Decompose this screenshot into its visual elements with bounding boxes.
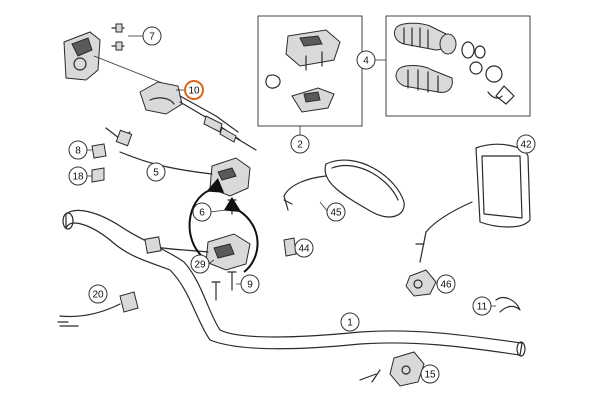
callout-label: 6	[199, 208, 205, 219]
callout-6: 6	[192, 202, 227, 222]
lower-clamp	[144, 233, 251, 271]
callout-label: 20	[92, 290, 104, 301]
callout-20: 20	[88, 284, 108, 304]
assembly-arrow-right	[223, 196, 259, 273]
callout-10: 10	[176, 80, 204, 100]
callout-label: 5	[153, 168, 159, 179]
throttle-switch-assembly	[63, 23, 257, 151]
callout-label: 4	[363, 56, 369, 67]
callout-label: 1	[347, 318, 353, 329]
callout-label: 45	[330, 208, 342, 219]
callout-label: 8	[75, 146, 81, 157]
callout-label: 2	[297, 140, 303, 151]
callout-11: 11	[472, 296, 496, 316]
callout-18: 18	[68, 166, 92, 186]
callout-label: 15	[424, 370, 436, 381]
callout-label: 18	[72, 172, 84, 183]
callout-label: 9	[247, 280, 253, 291]
callout-45: 45	[319, 201, 346, 222]
switch-unit	[265, 29, 341, 113]
callout-7: 7	[128, 26, 162, 46]
grips	[393, 22, 515, 105]
callout-4: 4	[356, 50, 376, 70]
callout-42: 42	[516, 134, 536, 154]
callout-label: 10	[188, 86, 200, 97]
callout-2: 2	[290, 134, 310, 154]
callout-label: 11	[477, 302, 488, 313]
callout-46: 46	[436, 274, 456, 294]
callout-29: 29	[190, 254, 215, 274]
callout-1: 1	[340, 312, 360, 332]
callout-label: 46	[440, 280, 452, 291]
callout-44: 44	[294, 238, 314, 258]
callout-9: 9	[236, 274, 260, 294]
left-mirror	[283, 159, 405, 218]
callout-8: 8	[68, 140, 92, 160]
callout-15: 15	[420, 364, 440, 384]
callout-5: 5	[146, 162, 166, 182]
callout-label: 29	[194, 260, 206, 271]
misc-parts	[57, 237, 521, 387]
callout-label: 7	[149, 32, 155, 43]
callout-label: 42	[520, 140, 532, 151]
assembly-arrow-left	[188, 177, 225, 259]
right-mirror	[415, 143, 531, 263]
callout-label: 44	[298, 244, 310, 255]
handlebar	[62, 209, 526, 357]
small-clips	[91, 143, 107, 183]
